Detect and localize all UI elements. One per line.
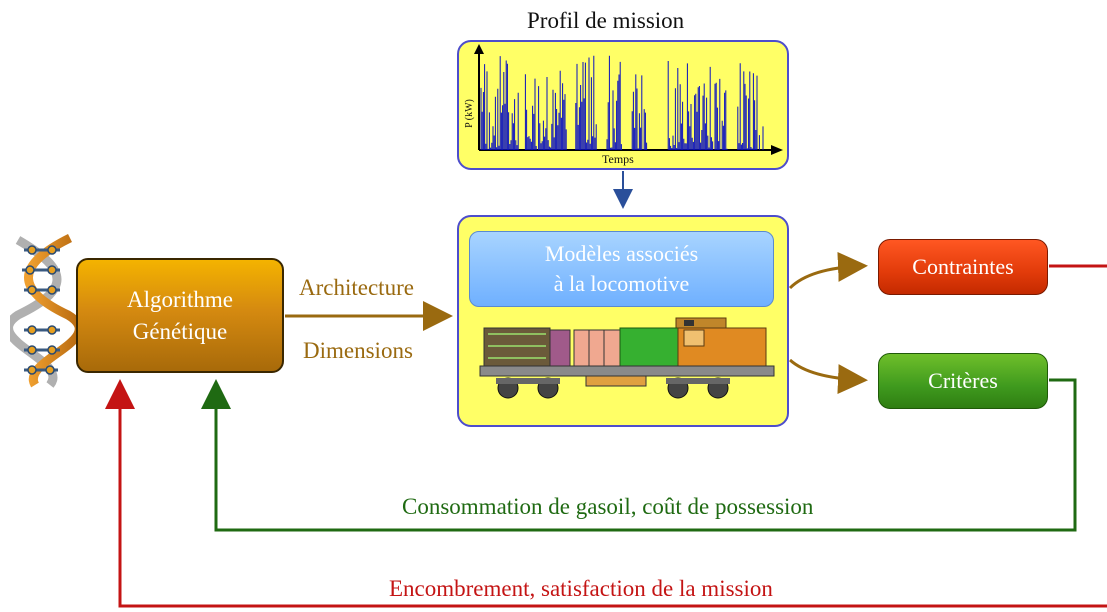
algo-line1: Algorithme <box>126 286 234 312</box>
mission-profile-chart <box>474 44 783 155</box>
models-line1: Modèles associés <box>544 241 699 266</box>
constraints-feedback-label: Encombrement, satisfaction de la mission <box>389 576 773 601</box>
constraints-feedback-loop <box>105 379 1107 608</box>
profile-xlabel: Temps <box>602 152 634 166</box>
models-header: Modèles associés à la locomotive <box>469 231 774 307</box>
criteres-box: Critères <box>878 353 1048 409</box>
models-line2: à la locomotive <box>553 271 690 296</box>
architecture-label: Architecture <box>299 275 414 300</box>
contraintes-box: Contraintes <box>878 239 1048 295</box>
algo-line2: Génétique <box>132 318 228 344</box>
power-signal-trace <box>480 55 764 150</box>
criteria-feedback-label: Consommation de gasoil, coût de possessi… <box>402 494 814 519</box>
dimensions-label: Dimensions <box>303 338 413 363</box>
profile-ylabel: P (kW) <box>463 99 475 128</box>
models-to-criteres-arrow <box>788 358 868 395</box>
profile-title: Profil de mission <box>527 8 685 33</box>
contraintes-label: Contraintes <box>912 254 1014 279</box>
models-to-contraintes-arrow <box>788 251 868 290</box>
criteres-label: Critères <box>928 368 998 393</box>
criteria-feedback-loop <box>201 378 1077 532</box>
genetic-algorithm-box: Algorithme Génétique <box>76 258 284 373</box>
locomotive-image <box>479 317 775 399</box>
dna-icon <box>10 233 82 388</box>
